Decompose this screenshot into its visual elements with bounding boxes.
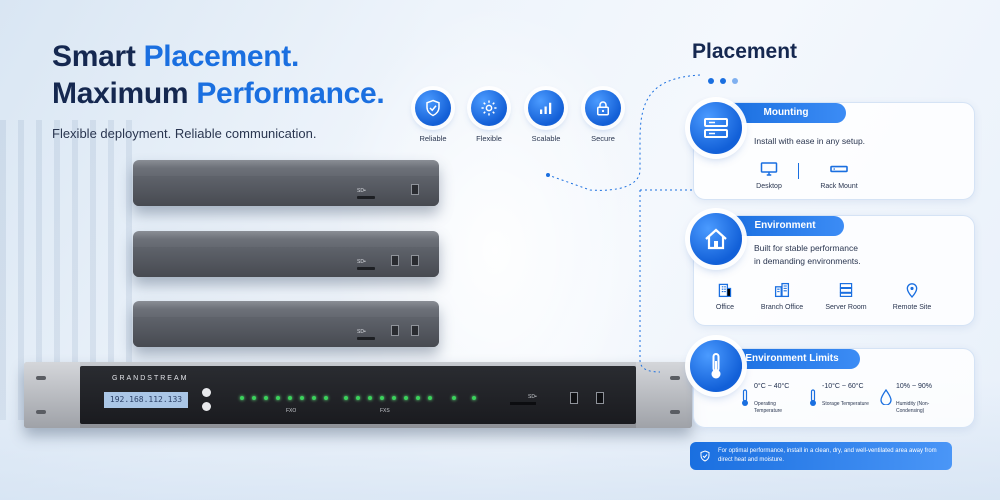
feature-reliable: Reliable	[408, 90, 458, 143]
headline-line1-a: Smart	[52, 40, 144, 73]
usb-port	[391, 255, 399, 266]
rack-mount-icon	[704, 118, 728, 138]
usb-port	[570, 392, 578, 404]
humidity-drop-icon	[880, 389, 892, 405]
env-option-office: Office	[704, 282, 746, 311]
feature-icons: Reliable Flexible Scalable Secure	[408, 90, 648, 150]
office-building-icon	[718, 283, 732, 298]
rack-sd-slot	[510, 402, 536, 405]
rack-button-ok[interactable]	[202, 402, 211, 411]
lcd-display: 192.168.112.133	[104, 392, 188, 408]
feature-label: Reliable	[419, 134, 447, 143]
pagination-dots	[708, 71, 744, 89]
environment-title: Environment	[726, 216, 844, 236]
desktop-device-3: SD•	[133, 301, 439, 347]
tip-text: For optimal performance, install in a cl…	[718, 448, 937, 463]
usb-port	[391, 325, 399, 336]
brand-logo: GRANDSTREAM	[112, 375, 189, 382]
desktop-icon	[760, 162, 778, 176]
sd-slot	[357, 267, 375, 270]
rack-button-up[interactable]	[202, 388, 211, 397]
rack-ear-right	[636, 362, 692, 428]
thermometer-icon	[810, 389, 816, 406]
branch-office-icon	[774, 282, 790, 298]
feature-label: Scalable	[531, 134, 561, 143]
placement-title: Placement	[692, 40, 798, 63]
feature-scalable: Scalable	[521, 90, 571, 143]
padlock-icon	[585, 90, 621, 126]
mounting-title: Mounting	[726, 103, 846, 123]
sd-label: SD•	[357, 188, 366, 194]
usb-port	[411, 255, 419, 266]
rack-mount-device: GRANDSTREAM 192.168.112.133 FXO FXS SD•	[24, 362, 692, 428]
environment-limits-title: Environment Limits	[724, 349, 860, 369]
feature-flexible: Flexible	[464, 90, 514, 143]
headline: Smart Placement. Maximum Performance.	[52, 38, 385, 112]
mounting-badge	[690, 102, 742, 154]
sd-slot	[357, 196, 375, 199]
home-icon	[705, 228, 727, 250]
shield-check-icon	[415, 90, 451, 126]
feature-secure: Secure	[578, 90, 628, 143]
feature-label: Flexible	[476, 134, 502, 143]
env-option-server: Server Room	[820, 282, 872, 311]
usb-port	[411, 184, 419, 195]
environment-badge	[690, 213, 742, 265]
thermometer-icon	[711, 353, 721, 379]
bar-chart-icon	[528, 90, 564, 126]
subtitle: Flexible deployment. Reliable communicat…	[52, 126, 317, 141]
rack-sd-label: SD•	[528, 394, 537, 400]
limits-badge	[690, 340, 742, 392]
desktop-device-2: SD•	[133, 231, 439, 277]
shield-check-icon	[700, 450, 710, 462]
rack-mount-icon	[830, 165, 848, 173]
thermometer-icon	[742, 389, 748, 406]
location-pin-icon	[906, 283, 918, 298]
mounting-desc: Install with ease in any setup.	[754, 136, 866, 146]
sd-label: SD•	[357, 259, 366, 265]
feature-label: Secure	[591, 134, 615, 143]
env-option-remote: Remote Site	[886, 282, 938, 311]
installation-tip-banner: For optimal performance, install in a cl…	[690, 442, 952, 470]
option-divider	[798, 163, 799, 179]
headline-line2-b: Performance.	[196, 77, 385, 110]
desktop-device-1: SD•	[133, 160, 439, 206]
server-icon	[839, 283, 853, 297]
usb-port	[596, 392, 604, 404]
environment-desc: Built for stable performance in demandin…	[754, 243, 861, 266]
rack-front-panel: GRANDSTREAM 192.168.112.133 FXO FXS SD•	[80, 366, 636, 424]
usb-port	[411, 325, 419, 336]
headline-line2-a: Maximum	[52, 77, 197, 110]
gear-icon	[471, 90, 507, 126]
fxs-label: FXS	[380, 408, 390, 414]
mount-option-desktop: Desktop	[746, 161, 792, 190]
headline-line1-b: Placement.	[143, 40, 300, 73]
env-option-branch: Branch Office	[756, 282, 808, 311]
sd-slot	[357, 337, 375, 340]
rack-ear-left	[24, 362, 80, 428]
sd-label: SD•	[357, 329, 366, 335]
port-leds	[240, 396, 520, 410]
fxo-label: FXO	[286, 408, 297, 414]
mount-option-rack: Rack Mount	[814, 161, 864, 190]
